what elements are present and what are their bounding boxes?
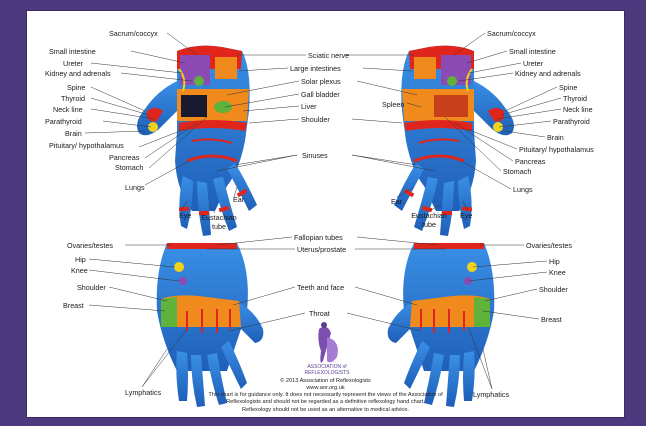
label-spleen: Spleen xyxy=(382,100,405,109)
association-logo xyxy=(318,322,338,363)
label-lungs-right: Lungs xyxy=(513,185,533,194)
label-small-intestine-right: Small intestine xyxy=(509,47,556,56)
logo-text-line1: ASSOCIATION of xyxy=(307,364,347,370)
label-stomach-left: Stomach xyxy=(115,163,144,172)
label-ear-left: Ear xyxy=(233,195,245,204)
label-spine-left: Spine xyxy=(67,83,86,92)
label-stomach-right: Stomach xyxy=(503,167,532,176)
label-ureter-left: Ureter xyxy=(63,59,83,68)
label-neck-line-right: Neck line xyxy=(563,105,593,114)
logo-text-line2: REFLEXOLOGISTS xyxy=(304,370,350,376)
footer-website: www.aor.org.uk xyxy=(306,385,345,391)
label-breast-left: Breast xyxy=(63,301,84,310)
label-shoulder-left: Shoulder xyxy=(77,283,106,292)
label-hip-left: Hip xyxy=(75,255,86,264)
label-knee-left: Knee xyxy=(71,266,88,275)
label-thyroid-left: Thyroid xyxy=(61,94,85,103)
label-eye-left: Eye xyxy=(179,211,192,220)
label-fallopian: Fallopian tubes xyxy=(294,233,343,242)
label-brain-left: Brain xyxy=(65,129,82,138)
label-ureter-right: Ureter xyxy=(523,59,543,68)
bottom-right-hand xyxy=(387,243,495,407)
label-sciatic: Sciatic nerve xyxy=(308,51,350,60)
label-parathyroid-right: Parathyroid xyxy=(553,117,590,126)
label-sacrum-right: Sacrum/coccyx xyxy=(487,29,536,38)
label-solar-plexus: Solar plexus xyxy=(301,77,341,86)
footer-disclaimer-2: Reflexologists and should not be regarde… xyxy=(226,399,425,405)
label-neck-line-left: Neck line xyxy=(53,105,83,114)
label-breast-right: Breast xyxy=(541,315,562,324)
hand-diagram xyxy=(84,32,562,407)
label-kidney-left: Kidney and adrenals xyxy=(45,69,111,78)
label-pituitary-left: Pituitary/ hypothalamus xyxy=(49,141,124,150)
label-liver: Liver xyxy=(301,102,317,111)
label-thyroid-right: Thyroid xyxy=(563,94,587,103)
label-spine-right: Spine xyxy=(559,83,578,92)
label-eustachian-left: Eustachian tube xyxy=(201,213,237,231)
label-pituitary-right: Pituitary/ hypothalamus xyxy=(519,145,594,154)
label-teeth: Teeth and face xyxy=(297,283,345,292)
footer-copyright: © 2013 Association of Reflexologists xyxy=(280,378,371,384)
label-shoulder-right: Shoulder xyxy=(539,285,568,294)
label-uterus: Uterus/prostate xyxy=(297,245,347,254)
label-sinuses: Sinuses xyxy=(302,151,328,160)
label-lymphatics-right: Lymphatics xyxy=(473,390,510,399)
label-ear-right: Ear xyxy=(391,197,403,206)
label-large-intestines: Large intestines xyxy=(290,64,341,73)
label-hip-right: Hip xyxy=(549,257,560,266)
label-kidney-right: Kidney and adrenals xyxy=(515,69,581,78)
label-gall-bladder: Gall bladder xyxy=(301,90,340,99)
label-ovaries-left: Ovaries/testes xyxy=(67,241,113,250)
footer-disclaimer-3: Reflexology should not be used as an alt… xyxy=(242,407,409,413)
label-small-intestine-left: Small intestine xyxy=(49,47,96,56)
label-pancreas-left: Pancreas xyxy=(109,153,140,162)
label-pancreas-right: Pancreas xyxy=(515,157,546,166)
top-left-hand xyxy=(137,45,257,236)
label-parathyroid-left: Parathyroid xyxy=(45,117,82,126)
top-right-hand xyxy=(394,45,514,236)
label-brain-right: Brain xyxy=(547,133,564,142)
label-sacrum-left: Sacrum/coccyx xyxy=(109,29,158,38)
label-lymphatics-left: Lymphatics xyxy=(125,388,162,397)
label-eye-right: Eye xyxy=(460,211,473,220)
label-ovaries-right: Ovaries/testes xyxy=(526,241,572,250)
reflexology-chart-card: Sacrum/coccyx Small intestine Ureter Kid… xyxy=(26,10,625,418)
leader-lines xyxy=(84,32,562,390)
label-shoulder-center: Shoulder xyxy=(301,115,330,124)
label-lungs-left: Lungs xyxy=(125,183,145,192)
footer-disclaimer-1: This chart is for guidance only. It does… xyxy=(208,392,443,398)
label-eustachian-right: Eustachian tube xyxy=(411,211,447,229)
label-knee-right: Knee xyxy=(549,268,566,277)
label-throat: Throat xyxy=(309,309,330,318)
